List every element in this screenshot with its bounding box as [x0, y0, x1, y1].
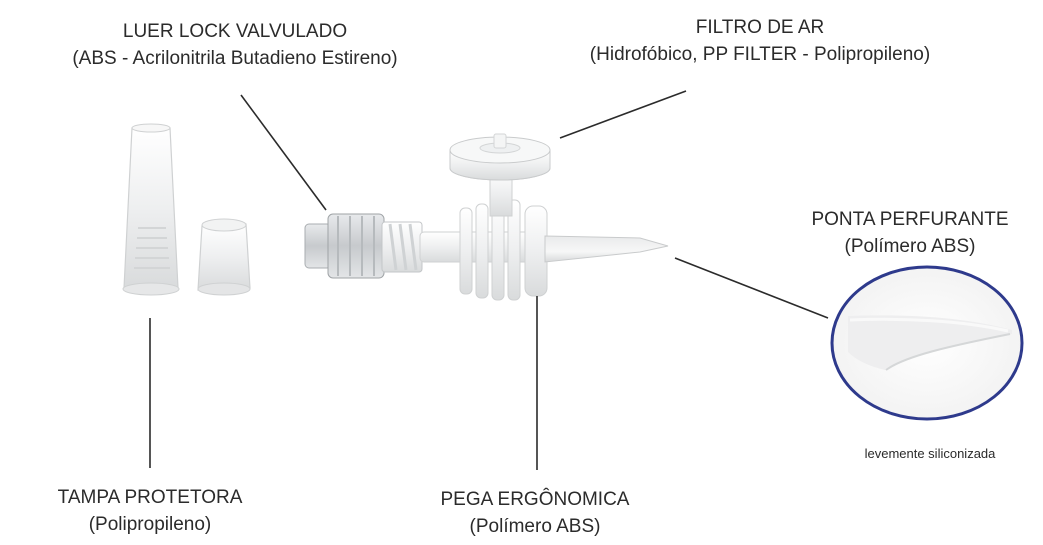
protective-cap-sleeve: [197, 218, 251, 296]
label-piercing-tip: PONTA PERFURANTE (Polímero ABS): [800, 206, 1020, 260]
luer-lock-material: (ABS - Acrilonitrila Butadieno Estireno): [72, 48, 398, 69]
piercing-tip-title: PONTA PERFURANTE: [811, 209, 1009, 230]
air-filter-title: FILTRO DE AR: [695, 17, 825, 38]
piercing-tip: [544, 235, 669, 263]
luer-lock-title: LUER LOCK VALVULADO: [122, 21, 348, 42]
tip-zoom-detail: [830, 265, 1024, 421]
label-luer-lock: LUER LOCK VALVULADO (ABS - Acrilonitrila…: [30, 18, 440, 72]
protective-cap-material: (Polipropileno): [88, 514, 212, 535]
ergonomic-grip-title: PEGA ERGÔNOMICA: [440, 489, 630, 510]
label-ergonomic-grip: PEGA ERGÔNOMICA (Polímero ABS): [420, 486, 650, 540]
detail-note: levemente siliconizada: [864, 446, 996, 461]
ergonomic-grip-material: (Polímero ABS): [469, 516, 601, 537]
label-air-filter: FILTRO DE AR (Hidrofóbico, PP FILTER - P…: [560, 14, 960, 68]
leader-line-luer-lock: [240, 94, 327, 211]
label-protective-cap: TAMPA PROTETORA (Polipropileno): [40, 484, 260, 538]
air-filter-material: (Hidrofóbico, PP FILTER - Polipropileno): [589, 44, 931, 65]
luer-lock-connector: [304, 213, 423, 279]
protective-cap-title: TAMPA PROTETORA: [57, 487, 243, 508]
ergonomic-grip-body: [419, 199, 548, 301]
air-filter: [449, 133, 551, 217]
protective-cap-cone: [122, 123, 180, 296]
leader-line-air-filter: [559, 90, 687, 139]
piercing-tip-material: (Polímero ABS): [844, 236, 976, 257]
leader-line-piercing-tip: [674, 257, 829, 319]
